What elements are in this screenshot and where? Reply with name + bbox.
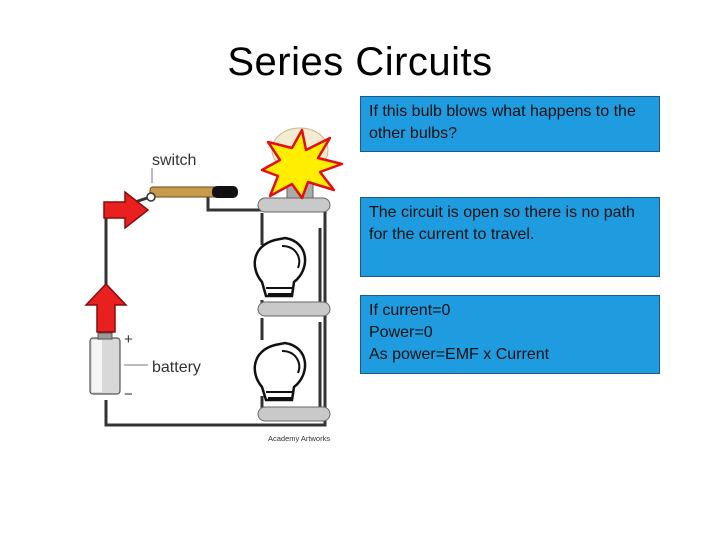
bulb-holder-plates bbox=[257, 197, 331, 422]
bulb-middle-icon bbox=[253, 236, 307, 298]
image-credit: Academy Artworks bbox=[268, 434, 330, 443]
equation-line: If current=0 bbox=[369, 302, 451, 319]
current-arrow-up-icon bbox=[84, 282, 128, 333]
equation-line: Power=0 bbox=[369, 324, 433, 341]
bulb-bottom-icon bbox=[253, 341, 307, 402]
switch-lever bbox=[146, 186, 238, 202]
explosion-burst-icon bbox=[260, 128, 344, 200]
battery-cell bbox=[89, 332, 121, 395]
question-box: If this bulb blows what happens to the o… bbox=[360, 96, 660, 152]
plus-sign: + bbox=[124, 331, 133, 348]
equation-line: As power=EMF x Current bbox=[369, 346, 550, 363]
answer-text: The circuit is open so there is no path … bbox=[369, 204, 635, 243]
equations-box: If current=0 Power=0 As power=EMF x Curr… bbox=[360, 295, 660, 374]
switch-label: switch bbox=[152, 152, 196, 169]
question-text: If this bulb blows what happens to the o… bbox=[369, 103, 636, 142]
minus-sign: − bbox=[124, 386, 133, 403]
slide-title: Series Circuits bbox=[227, 40, 493, 84]
answer-box: The circuit is open so there is no path … bbox=[360, 197, 660, 277]
battery-label: battery bbox=[152, 359, 201, 376]
current-arrow-right-icon bbox=[103, 190, 150, 230]
